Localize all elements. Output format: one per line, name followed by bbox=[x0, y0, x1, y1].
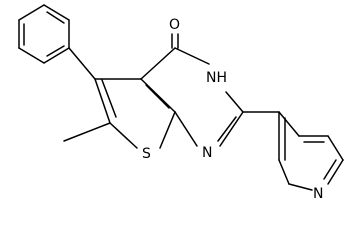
double-bond-inner bbox=[46, 45, 65, 57]
phenyl-ring bbox=[18, 4, 70, 64]
oxygen-label: O bbox=[169, 17, 180, 33]
bond bbox=[94, 78, 111, 124]
thiophene-ring bbox=[94, 78, 176, 149]
nh-label: NH bbox=[206, 70, 227, 86]
ring-nitrogen-label: N bbox=[202, 145, 212, 161]
bond bbox=[278, 159, 290, 185]
double-bond-inner bbox=[217, 116, 237, 142]
double-bond-inner bbox=[101, 79, 117, 118]
bond bbox=[174, 111, 198, 147]
bond bbox=[219, 111, 244, 147]
bond bbox=[174, 47, 210, 65]
bond bbox=[18, 4, 45, 21]
bond bbox=[68, 47, 96, 80]
bond bbox=[18, 47, 45, 64]
structure-svg: O NH S N N bbox=[18, 4, 344, 202]
bond bbox=[327, 159, 344, 185]
methyl-bond bbox=[63, 122, 111, 142]
bond bbox=[278, 111, 300, 137]
bond bbox=[140, 47, 176, 80]
bond bbox=[288, 183, 313, 191]
pyridine-nitrogen-label: N bbox=[313, 186, 323, 202]
double-bond-inner bbox=[46, 11, 65, 24]
bond bbox=[43, 47, 70, 64]
sulfur-label: S bbox=[142, 146, 151, 162]
bond bbox=[109, 122, 138, 149]
bond bbox=[225, 91, 244, 113]
double-bond-inner bbox=[323, 159, 337, 180]
bond bbox=[43, 4, 70, 21]
pyrimidinone-ring bbox=[140, 47, 244, 147]
molecule-diagram: O NH S N N bbox=[18, 4, 344, 202]
pyridine-ring bbox=[278, 111, 344, 191]
bond bbox=[159, 111, 176, 149]
bond bbox=[327, 135, 344, 161]
bond bbox=[140, 78, 176, 113]
double-bond-inner bbox=[145, 84, 170, 109]
